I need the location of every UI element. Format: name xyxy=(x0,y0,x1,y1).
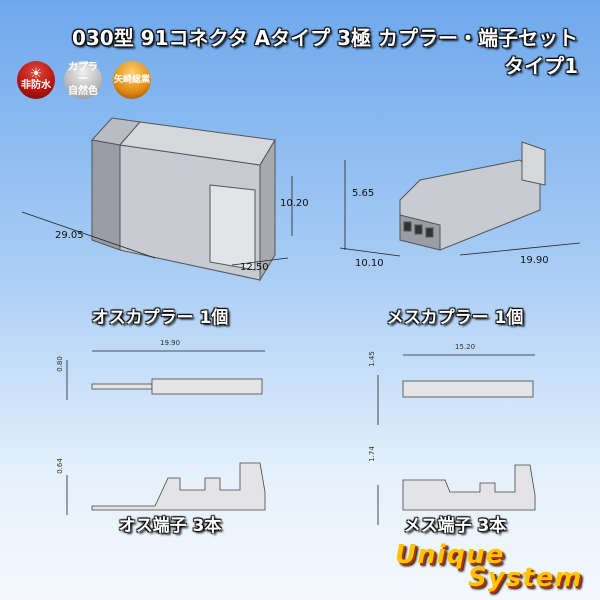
non-waterproof-badge: ☀非防水 xyxy=(17,61,55,99)
female-terminal-caption: メス端子 3本 xyxy=(403,516,507,536)
female-coupler-dims xyxy=(339,160,581,257)
dim-length: 15.20 xyxy=(455,343,476,351)
sun-icon: ☀ xyxy=(29,66,43,82)
male-coupler-dims xyxy=(21,176,293,266)
logo-system: System xyxy=(468,563,583,593)
dim-height: 5.65 xyxy=(352,188,375,199)
product-title-line2: タイプ1 xyxy=(504,54,578,78)
male-coupler-drawing xyxy=(91,117,276,282)
dim-height: 1.74 xyxy=(367,446,376,462)
dim-height: 10.20 xyxy=(280,198,309,209)
terminals-drawing xyxy=(66,350,536,525)
logo-unique: Unique xyxy=(395,540,505,570)
yazaki-badge: 矢崎総業 xyxy=(113,61,151,99)
male-terminal-caption: オス端子 3本 xyxy=(118,516,222,536)
female-coupler-drawing xyxy=(399,141,546,251)
dim-width: 0.80 xyxy=(55,356,64,372)
dim-length: 19.90 xyxy=(160,339,181,347)
dim-width: 1.45 xyxy=(367,351,376,367)
dim-height: 0.64 xyxy=(55,458,64,474)
female-coupler-caption: メスカプラー 1個 xyxy=(386,308,524,328)
dim-width: 10.10 xyxy=(355,258,384,269)
male-coupler-caption: オスカプラー 1個 xyxy=(91,308,229,328)
natural-color-badge: カプラー自然色 xyxy=(64,61,102,99)
dim-length: 29.05 xyxy=(55,230,84,241)
product-title: 030型 91コネクタ Aタイプ 3極 カプラー・端子セット xyxy=(71,26,578,50)
dim-width: 12.50 xyxy=(240,262,269,273)
dim-length: 19.90 xyxy=(520,255,549,266)
